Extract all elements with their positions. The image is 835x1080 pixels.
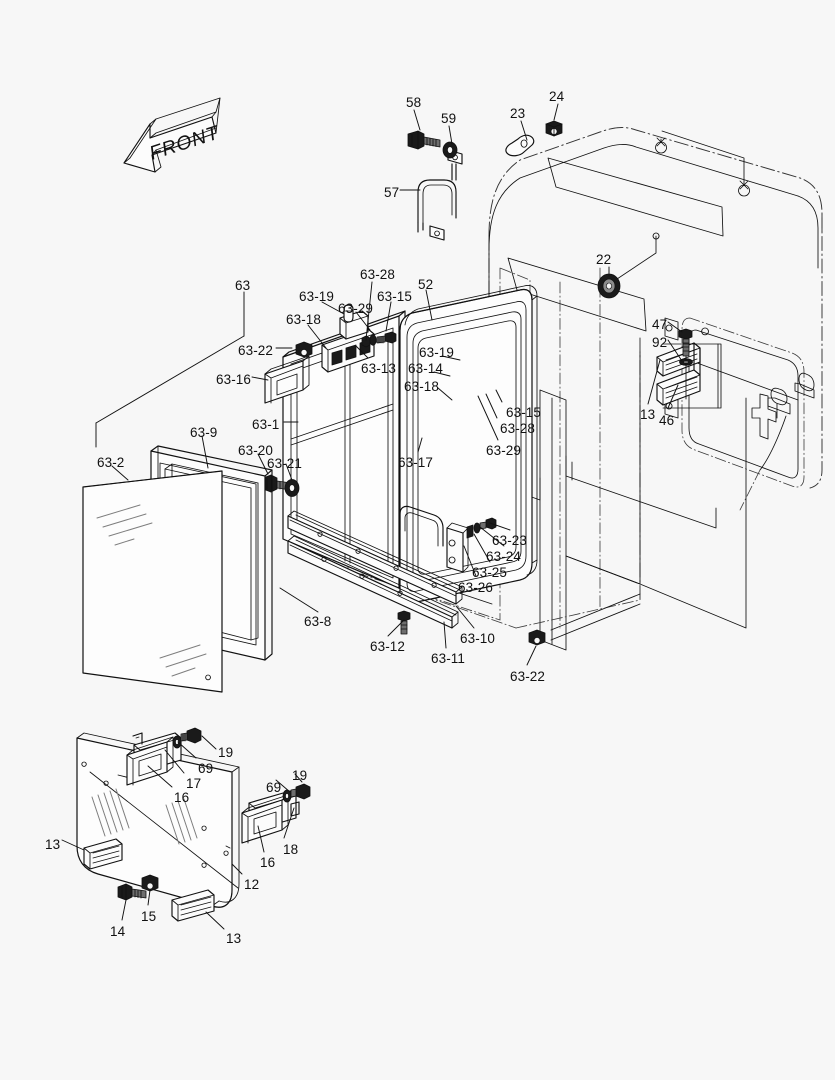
- callout-label-63-18: 63-18: [286, 312, 322, 327]
- callout-label-63-22: 63-22: [510, 669, 546, 684]
- callout-label-63-15: 63-15: [506, 405, 542, 420]
- part-63-21-washer: [284, 479, 300, 497]
- callout-label-63-8: 63-8: [304, 614, 332, 629]
- handle-mount-plate: [662, 327, 722, 409]
- part-63-16-plate: [264, 355, 310, 404]
- part-59-washer: [442, 141, 458, 159]
- part-15-nut: [141, 874, 159, 892]
- part-19-bolt-upper: [180, 727, 202, 744]
- callout-label-13: 13: [640, 407, 656, 422]
- callout-label-63-1: 63-1: [252, 417, 280, 432]
- callout-label-18: 18: [283, 842, 299, 857]
- callout-label-19: 19: [292, 768, 308, 783]
- callout-label-63-16: 63-16: [216, 372, 252, 387]
- callout-label-63: 63: [235, 278, 251, 293]
- callout-label-63-14: 63-14: [408, 361, 444, 376]
- lower-glass-shine-left: [91, 788, 130, 837]
- callout-label-69: 69: [266, 780, 282, 795]
- part-13-stopper-bottom: [171, 889, 215, 922]
- frame-handle-loop: [399, 505, 444, 547]
- callout-label-46: 46: [659, 413, 675, 428]
- callout-label-69: 69: [198, 761, 214, 776]
- callout-label-23: 23: [510, 106, 526, 121]
- part-19-bolt-lower: [290, 783, 311, 800]
- callout-label-59: 59: [441, 111, 457, 126]
- front-arrow-icon: FRONT: [123, 97, 223, 173]
- part-69-washer-lower: [282, 789, 292, 803]
- callout-label-63-10: 63-10: [460, 631, 496, 646]
- callout-label-63-23: 63-23: [492, 533, 528, 548]
- callout-label-63-25: 63-25: [472, 565, 508, 580]
- callout-label-92: 92: [652, 335, 668, 350]
- callout-label-63-24: 63-24: [486, 549, 522, 564]
- part-63-24-washer: [473, 522, 481, 534]
- lower-glass-shine-right: [165, 798, 198, 845]
- callout-label-19: 19: [218, 745, 234, 760]
- callout-label-63-12: 63-12: [370, 639, 406, 654]
- callout-label-63-28: 63-28: [360, 267, 396, 282]
- callout-label-63-9: 63-9: [190, 425, 218, 440]
- part-57-rod: [417, 149, 463, 241]
- glass-shine-lower: [159, 644, 207, 677]
- callout-label-63-19: 63-19: [419, 345, 455, 360]
- callout-label-13: 13: [226, 931, 242, 946]
- callout-label-16: 16: [260, 855, 276, 870]
- callout-label-63-19: 63-19: [299, 289, 335, 304]
- part-63-10-rail-upper: [287, 510, 463, 605]
- callout-label-63-29: 63-29: [338, 301, 374, 316]
- callout-label-63-26: 63-26: [458, 580, 494, 595]
- callout-label-15: 15: [141, 909, 157, 924]
- callout-label-17: 17: [186, 776, 202, 791]
- part-63-22-nut-lower: [528, 629, 546, 646]
- part-63-8-glass-frame: [264, 469, 273, 661]
- callout-label-58: 58: [406, 95, 422, 110]
- part-14-bolt: [117, 883, 147, 901]
- callout-label-47: 47: [652, 317, 668, 332]
- callout-label-63-18: 63-18: [404, 379, 440, 394]
- callout-label-57: 57: [384, 185, 400, 200]
- callout-label-24: 24: [549, 89, 565, 104]
- part-16-plate-lower: [241, 794, 289, 844]
- part-47-bolt: [678, 328, 693, 357]
- callout-label-63-15: 63-15: [377, 289, 413, 304]
- glass-shine-upper: [96, 504, 153, 546]
- callout-label-14: 14: [110, 924, 126, 939]
- part-24-nut: [545, 120, 563, 137]
- callout-label-63-11: 63-11: [431, 651, 466, 666]
- part-63-12-bolt: [397, 610, 411, 635]
- callout-label-63-17: 63-17: [398, 455, 434, 470]
- callout-label-63-20: 63-20: [238, 443, 274, 458]
- part-63-28-washer-upper: [369, 334, 377, 346]
- part-12-lower-glass: [76, 732, 240, 908]
- part-58-bolt: [407, 130, 441, 150]
- part-46-handle: [656, 342, 701, 406]
- callout-label-63-21: 63-21: [267, 456, 303, 471]
- part-63-26-stopper-block: [446, 522, 469, 573]
- callout-label-12: 12: [244, 877, 260, 892]
- callout-label-63-29: 63-29: [486, 443, 522, 458]
- callout-label-16: 16: [174, 790, 190, 805]
- part-69-washer-upper: [172, 735, 182, 749]
- part-13-stopper-left: [83, 838, 123, 870]
- part-22-grommet: [597, 273, 621, 299]
- part-63-15-bolt-upper: [376, 331, 397, 344]
- part-63-22-nut-upper: [295, 341, 313, 358]
- part-63-19-roller-upper: [343, 304, 354, 323]
- part-63-11-rail-lower: [287, 535, 459, 629]
- part-63-25-bracket: [466, 524, 474, 539]
- callout-label-22: 22: [596, 252, 612, 267]
- callout-label-63-2: 63-2: [97, 455, 125, 470]
- callout-label-63-28: 63-28: [500, 421, 536, 436]
- part-23-knob: [505, 134, 535, 157]
- callout-label-52: 52: [418, 277, 434, 292]
- callout-label-63-22: 63-22: [238, 343, 274, 358]
- callout-label-13: 13: [45, 837, 61, 852]
- leader-lines: [61, 103, 683, 930]
- part-63-2-window-glass: [82, 470, 223, 693]
- callout-label-63-13: 63-13: [361, 361, 397, 376]
